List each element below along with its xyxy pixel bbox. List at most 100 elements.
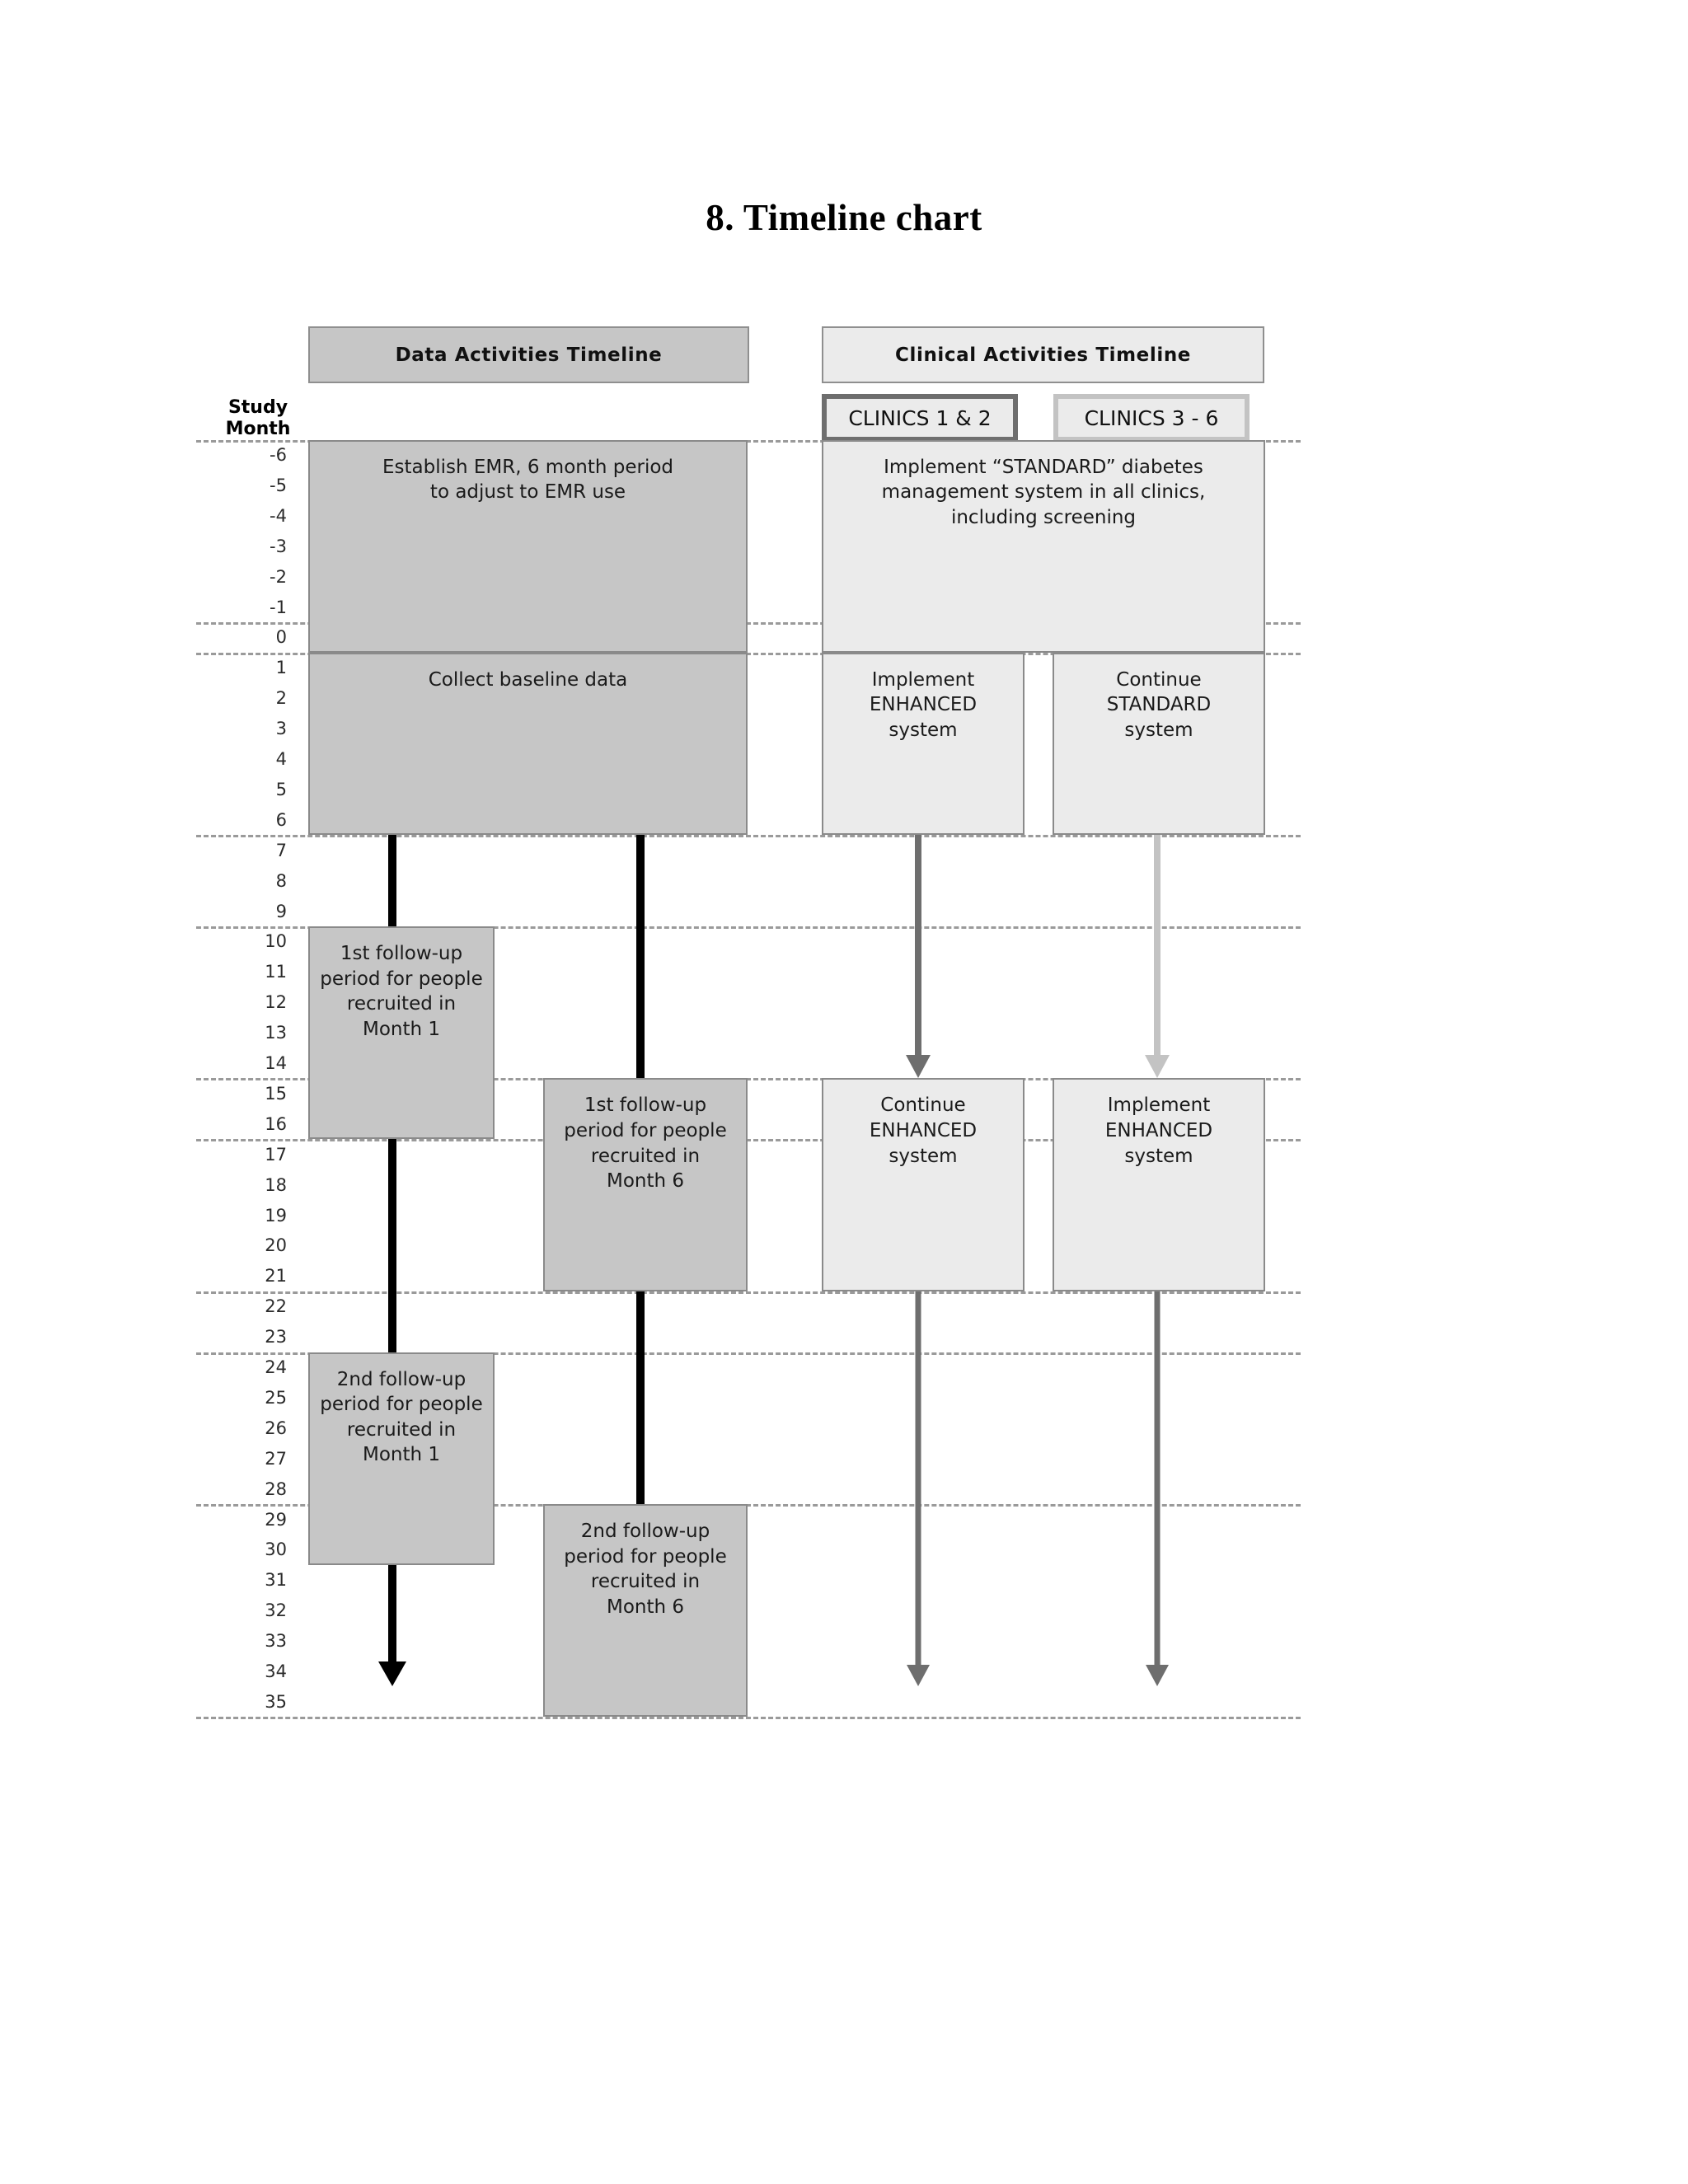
connector-stem [388,1564,396,1667]
gridline-month--1 [196,621,1301,625]
arrowhead-icon [907,1665,930,1687]
month-tick--5: -5 [270,475,287,495]
connector-stem [388,835,396,926]
month-tick-5: 5 [275,779,287,799]
connector-clinic-1-m6-to-m15 [893,835,943,1079]
month-tick-27: 27 [265,1448,287,1469]
connector-stem [915,835,921,1061]
arrowhead-icon [1145,1055,1170,1079]
gridline-month-35 [196,1717,1301,1720]
month-tick-0: 0 [275,627,287,648]
page-title: 8. Timeline chart [706,197,982,238]
month-tick-24: 24 [265,1357,287,1377]
month-tick-12: 12 [265,992,287,1013]
activity-box: Collect baseline data [308,652,748,836]
month-tick-9: 9 [275,901,287,921]
month-tick-22: 22 [265,1296,287,1317]
month-tick-11: 11 [265,962,287,982]
arrowhead-icon [906,1055,931,1079]
month-tick-28: 28 [265,1479,287,1499]
connector-stem [636,1291,645,1505]
connector-stem [388,1139,396,1352]
month-tick-23: 23 [265,1327,287,1347]
month-tick-21: 21 [265,1266,287,1286]
axis-title-line2: Month [225,418,291,439]
month-tick-14: 14 [265,1053,287,1073]
gridline-month-28 [196,1504,1301,1507]
clinic-group-2-tag: CLINICS 3 - 6 [1053,394,1250,442]
month-tick-16: 16 [265,1113,287,1134]
month-tick-34: 34 [265,1661,287,1681]
axis-title: Study Month [213,397,303,440]
clinic-group-1-tag: CLINICS 1 & 2 [822,394,1018,442]
gridline-month-14 [196,1078,1301,1081]
gridline-month-16 [196,1139,1301,1142]
gridline-month-0 [196,652,1301,655]
month-tick-7: 7 [275,840,287,860]
month-tick-15: 15 [265,1083,287,1104]
month-tick-10: 10 [265,931,287,952]
connector-stem [915,1291,921,1671]
gridline-month-9 [196,926,1301,929]
connector-data-2-m6-to-m15 [616,835,665,1079]
month-tick--6: -6 [270,445,287,465]
month-tick-31: 31 [265,1570,287,1591]
connector-stem [1154,1291,1160,1671]
month-tick-19: 19 [265,1205,287,1226]
month-tick-6: 6 [275,809,287,830]
gridline-month-6 [196,835,1301,838]
month-tick-13: 13 [265,1023,287,1043]
month-tick--3: -3 [270,536,287,556]
gridline-month-23 [196,1352,1301,1355]
activity-box-label: Collect baseline data [428,668,628,691]
month-tick--2: -2 [270,566,287,587]
month-tick-4: 4 [275,749,287,769]
arrowhead-icon [1146,1665,1169,1687]
connector-data-1-m30-to-m35 [368,1564,417,1687]
month-tick-33: 33 [265,1631,287,1652]
connector-clinic-2-m6-to-m15 [1132,835,1182,1079]
month-tick-30: 30 [265,1540,287,1560]
month-tick--1: -1 [270,597,287,617]
clinical-activities-header-label: Clinical Activities Timeline [895,344,1191,366]
clinic-group-1-label: CLINICS 1 & 2 [848,405,992,430]
connector-data-1-m16-to-m24 [368,1139,417,1352]
month-tick-25: 25 [265,1387,287,1408]
month-tick-8: 8 [275,870,287,891]
connector-data-2-m21-to-m29 [616,1291,665,1505]
month-tick-1: 1 [275,658,287,678]
connector-clinic-2-m21-to-m35 [1132,1291,1182,1687]
axis-title-line1: Study [227,397,288,418]
month-tick-3: 3 [275,719,287,739]
month-tick-17: 17 [265,1144,287,1165]
connector-stem [636,835,645,1079]
month-tick-2: 2 [275,688,287,709]
month-tick-29: 29 [265,1509,287,1530]
arrowhead-icon [378,1661,406,1687]
month-tick-35: 35 [265,1691,287,1712]
gridline-month--7 [196,439,1301,443]
data-activities-header: Data Activities Timeline [308,326,749,383]
connector-data-1-m6-to-m10 [368,835,417,926]
month-tick-18: 18 [265,1174,287,1195]
month-tick-26: 26 [265,1418,287,1438]
data-activities-header-label: Data Activities Timeline [395,344,663,366]
gridline-month-21 [196,1291,1301,1294]
